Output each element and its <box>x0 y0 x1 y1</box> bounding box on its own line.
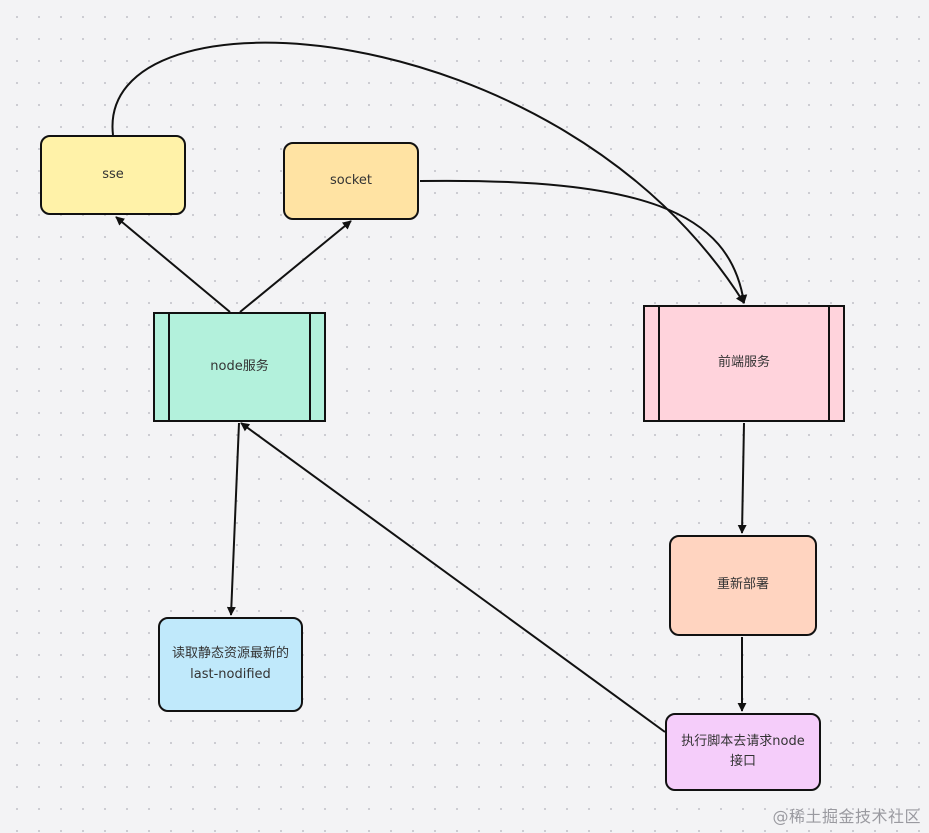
edge-frontend-to-redeploy[interactable] <box>737 422 747 534</box>
run-script-node[interactable]: 执行脚本去请求node 接口 <box>665 713 821 791</box>
edge-node-to-read[interactable] <box>226 422 240 616</box>
edge-script-to-node[interactable] <box>240 422 666 733</box>
socket-node[interactable]: socket <box>283 142 419 220</box>
frontend-service-node[interactable]: 前端服务 <box>643 305 845 422</box>
read-static-line1: 读取静态资源最新的 <box>171 646 289 662</box>
run-script-line1: 执行脚本去请求node <box>681 733 805 749</box>
edge-sse-to-frontend[interactable] <box>111 41 745 304</box>
node-service-label: node服务 <box>210 358 269 374</box>
node-service-node[interactable]: node服务 <box>153 312 326 422</box>
read-static-text: 读取静态资源最新的 last-nodified <box>172 644 289 684</box>
edge-node-to-sse[interactable] <box>115 216 231 313</box>
redeploy-node[interactable]: 重新部署 <box>669 535 817 636</box>
read-static-node[interactable]: 读取静态资源最新的 last-nodified <box>158 617 303 712</box>
socket-label: socket <box>329 172 373 188</box>
run-script-text: 执行脚本去请求node 接口 <box>681 732 804 772</box>
watermark: @稀土掘金技术社区 <box>772 807 921 826</box>
sse-label: sse <box>102 166 124 182</box>
read-static-line2: last-nodified <box>190 666 271 682</box>
sse-node[interactable]: sse <box>40 135 186 215</box>
edge-socket-to-frontend[interactable] <box>419 179 748 304</box>
edge-node-to-socket[interactable] <box>239 220 352 313</box>
run-script-line2: 接口 <box>729 754 756 769</box>
redeploy-label: 重新部署 <box>716 577 769 593</box>
frontend-service-label: 前端服务 <box>717 355 770 371</box>
